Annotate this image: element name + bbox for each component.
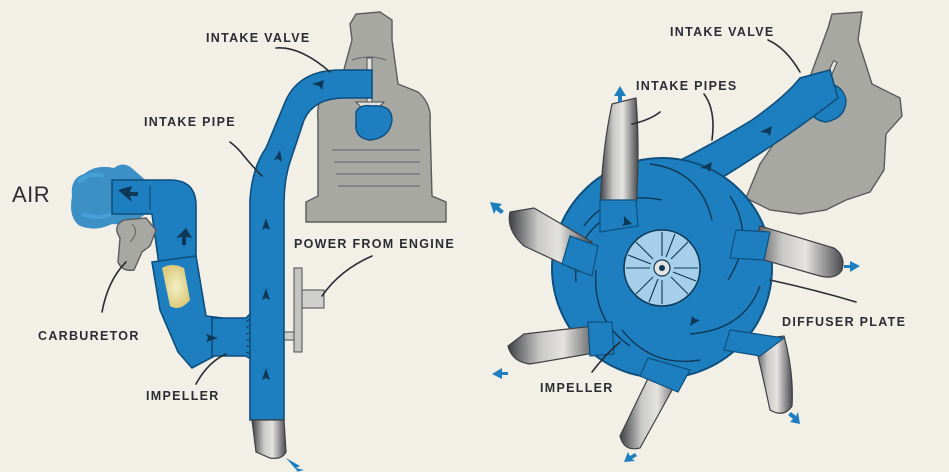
carburetor-label: CARBURETOR: [38, 329, 140, 343]
intake-pipe-label: INTAKE PIPE: [144, 115, 236, 129]
diffuser-plate-label: DIFFUSER PLATE: [782, 315, 906, 329]
leader-intake-pipes-b: [704, 94, 713, 140]
leader-intake-pipe: [230, 142, 262, 176]
intake-valve-right-label: INTAKE VALVE: [670, 25, 775, 39]
leader-diffuser-plate: [770, 280, 856, 302]
power-from-engine-label: POWER FROM ENGINE: [294, 237, 455, 251]
leader-carburetor: [102, 262, 126, 312]
air-label: AIR: [12, 182, 50, 207]
exit-arrow-icon: [286, 458, 304, 472]
impeller-right-label: IMPELLER: [540, 381, 614, 395]
outlet-pipe-left: [252, 420, 286, 458]
intake-pipes-label: INTAKE PIPES: [636, 79, 738, 93]
right-diagram: INTAKE VALVE INTAKE PIPES DIFFUSER PLATE…: [490, 12, 906, 462]
leader-power: [322, 256, 372, 296]
leader-intake-valve-left: [276, 48, 330, 72]
impeller-right: [624, 230, 700, 306]
leader-intake-valve-right: [768, 40, 800, 72]
left-diagram: AIR INTAKE VALVE INTAKE PIPE POWER FROM …: [12, 12, 455, 472]
impeller-left-label: IMPELLER: [146, 389, 220, 403]
carburetor-body: [117, 218, 156, 270]
intake-valve-left-label: INTAKE VALVE: [206, 31, 311, 45]
